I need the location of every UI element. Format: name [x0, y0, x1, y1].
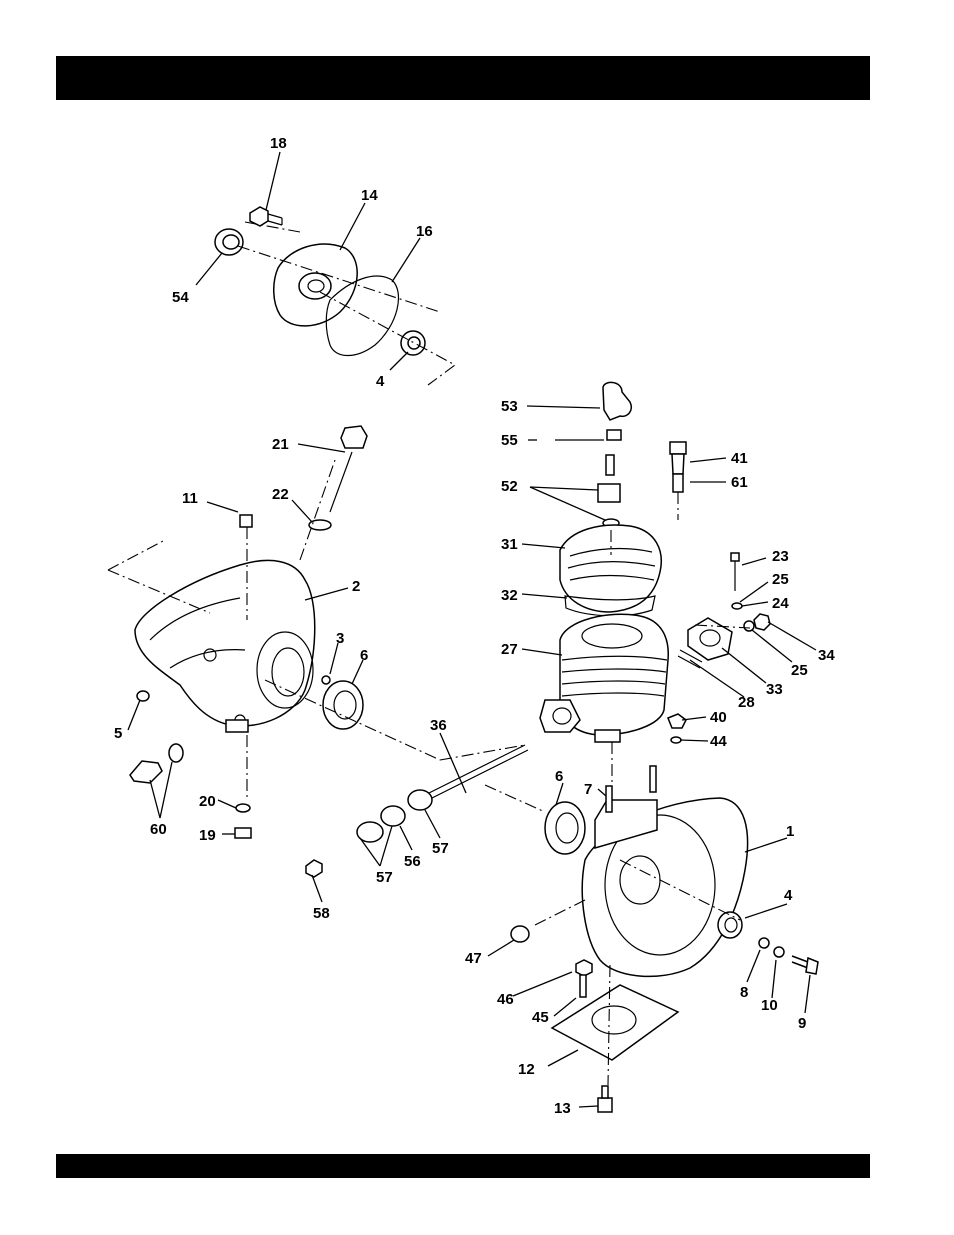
callout-53: 53: [501, 398, 518, 415]
callout-32: 32: [501, 587, 518, 604]
callout-44: 44: [710, 733, 727, 750]
callout-9: 9: [798, 1015, 806, 1032]
callout-14: 14: [361, 187, 378, 204]
callout-57-right: 57: [432, 840, 449, 857]
callout-36: 36: [430, 717, 447, 734]
callout-6-right: 6: [555, 768, 563, 785]
cover-assembly: [215, 207, 425, 356]
callout-12: 12: [518, 1061, 535, 1078]
callout-16: 16: [416, 223, 433, 240]
crankcase-right: [582, 766, 747, 976]
callout-5: 5: [114, 725, 122, 742]
callout-54: 54: [172, 289, 189, 306]
callout-45: 45: [532, 1009, 549, 1026]
callout-8: 8: [740, 984, 748, 1001]
callout-61: 61: [731, 474, 748, 491]
callout-18: 18: [270, 135, 287, 152]
callout-4-right: 4: [784, 887, 793, 904]
oil-dipstick: [309, 426, 367, 530]
callout-21: 21: [272, 436, 289, 453]
cylinder: [540, 614, 668, 742]
callout-27: 27: [501, 641, 518, 658]
callout-2: 2: [352, 578, 360, 595]
callout-55: 55: [501, 432, 518, 449]
bearing-right: [545, 802, 585, 854]
callout-41: 41: [731, 450, 748, 467]
callout-24: 24: [772, 595, 789, 612]
callout-33: 33: [766, 681, 783, 698]
callout-46: 46: [497, 991, 514, 1008]
callout-19: 19: [199, 827, 216, 844]
callout-40: 40: [710, 709, 727, 726]
callout-60: 60: [150, 821, 167, 838]
callout-25-top: 25: [772, 571, 789, 588]
bolt-41: [670, 442, 686, 492]
callout-7: 7: [584, 781, 592, 798]
callout-52: 52: [501, 478, 518, 495]
callout-34: 34: [818, 647, 835, 664]
callout-57-left: 57: [376, 869, 393, 886]
callout-56: 56: [404, 853, 421, 870]
callout-20: 20: [199, 793, 216, 810]
callout-13: 13: [554, 1100, 571, 1117]
callout-58: 58: [313, 905, 330, 922]
callout-23: 23: [772, 548, 789, 565]
callout-6-left: 6: [360, 647, 368, 664]
bearing-left: [322, 676, 363, 729]
callout-47: 47: [465, 950, 482, 967]
callout-31: 31: [501, 536, 518, 553]
callout-25-bottom: 25: [791, 662, 808, 679]
callout-22: 22: [272, 486, 289, 503]
callout-1: 1: [786, 823, 794, 840]
callout-10: 10: [761, 997, 778, 1014]
right-hardware: [718, 912, 818, 974]
drain-bolt: [235, 804, 251, 838]
callout-3: 3: [336, 630, 344, 647]
callout-11: 11: [182, 490, 198, 507]
crankcase-left: [135, 515, 315, 732]
part-drawings: [130, 207, 818, 1112]
callout-28: 28: [738, 694, 755, 711]
callout-4-top: 4: [376, 373, 385, 390]
spark-plug-group: [598, 382, 631, 527]
